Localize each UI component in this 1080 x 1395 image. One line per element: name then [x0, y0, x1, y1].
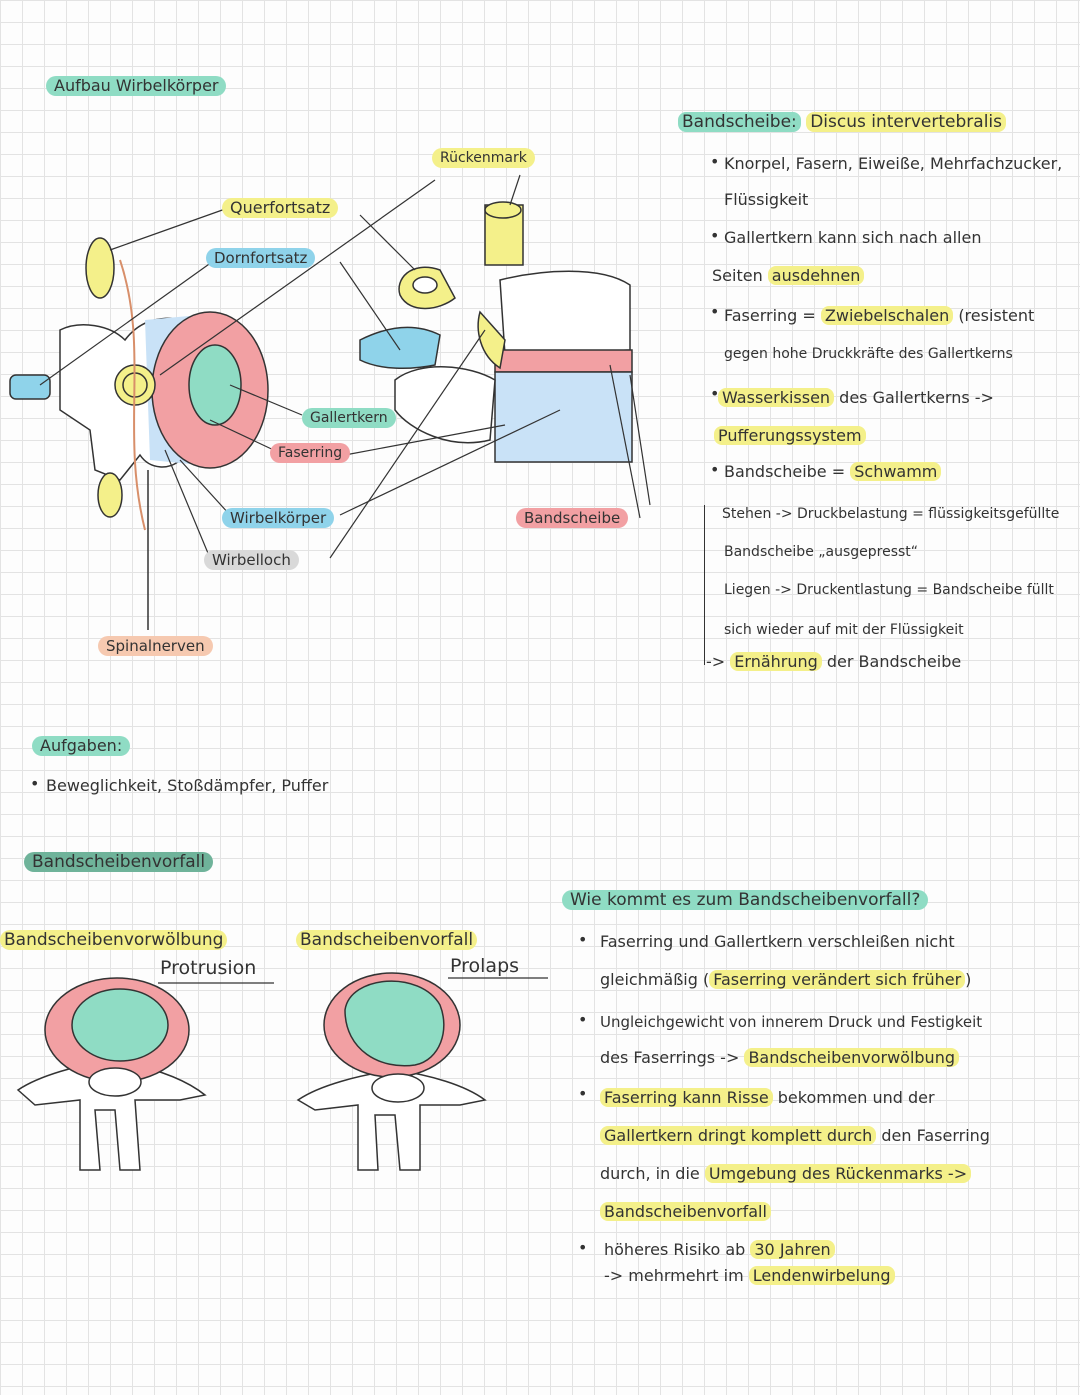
wie-b1l2c: )	[965, 970, 972, 989]
label-spinalnerven: Spinalnerven	[98, 636, 213, 656]
note-l14b: Ernährung	[730, 652, 822, 671]
wie-b3l4: Bandscheibenvorfall	[600, 1202, 771, 1221]
wie-b4l2b: Lendenwirbelung	[748, 1266, 895, 1285]
note-l8-line: Pufferungssystem	[714, 426, 866, 446]
wie-b2l2-line: des Faserrings -> Bandscheibenvorwölbung	[600, 1048, 959, 1068]
note-l4b: ausdehnen	[767, 266, 865, 285]
wie-b1l2b: Faserring verändert sich früher	[709, 970, 966, 989]
wie-b3l3-line: durch, in die Umgebung des Rückenmarks -…	[600, 1164, 972, 1184]
label-wirbelkoerper: Wirbelkörper	[222, 508, 335, 528]
note-l6: gegen hohe Druckkräfte des Gallertkerns	[724, 346, 1013, 362]
note-l5c: (resistent	[958, 306, 1035, 325]
note-l7-line: Wasserkissen des Gallertkerns ->	[718, 388, 994, 408]
wie-b3l1-line: Faserring kann Risse bekommen und der	[600, 1088, 935, 1108]
vorfall-right-title: Bandscheibenvorfall	[296, 930, 478, 950]
note-l5-line: Faserring = Zwiebelschalen (resistent	[724, 306, 1034, 326]
vorfall-right-sub: Prolaps	[450, 955, 520, 977]
label-wirbelloch: Wirbelloch	[204, 550, 299, 570]
wie-b3l2a: Gallertkern dringt komplett durch	[600, 1126, 877, 1145]
note-l4-line: Seiten ausdehnen	[712, 266, 865, 286]
note-l5b: Zwiebelschalen	[820, 306, 954, 325]
section-title-vorfall: Bandscheibenvorfall	[24, 852, 214, 872]
note-l13: sich wieder auf mit der Flüssigkeit	[724, 622, 964, 638]
note-l5a: Faserring =	[724, 306, 816, 325]
label-rueckenmark: Rückenmark	[432, 148, 535, 168]
note-l14c: der Bandscheibe	[826, 652, 962, 671]
wie-b1l2-line: gleichmäßig (Faserring verändert sich fr…	[600, 970, 971, 990]
note-l12: Liegen -> Druckentlastung = Bandscheibe …	[724, 582, 1054, 598]
note-l3: Gallertkern kann sich nach allen	[724, 228, 982, 247]
wie-b3l3a: durch, in die	[600, 1164, 700, 1183]
wie-b2l2a: des Faserrings ->	[600, 1048, 740, 1067]
prolaps-drawing	[296, 972, 487, 1171]
label-querfortsatz: Querfortsatz	[222, 198, 339, 218]
aufgaben-item: Beweglichkeit, Stoßdämpfer, Puffer	[46, 776, 329, 795]
bandscheibe-heading-line: Bandscheibe: Discus intervertebralis	[678, 112, 1007, 132]
top-view-vertebra	[9, 237, 269, 630]
note-l9b: Schwamm	[850, 462, 942, 481]
wie-b3l4-line: Bandscheibenvorfall	[600, 1202, 771, 1222]
bandscheibe-heading: Bandscheibe:	[678, 112, 801, 132]
wie-b3l2b: den Faserring	[881, 1126, 990, 1145]
label-bandscheibe: Bandscheibe	[516, 508, 629, 528]
wie-b4l1b: 30 Jahren	[750, 1240, 835, 1259]
wie-b4l1a: höheres Risiko ab	[604, 1240, 746, 1259]
label-faserring: Faserring	[270, 443, 351, 463]
bandscheibe-latin: Discus intervertebralis	[806, 112, 1007, 132]
note-l11: Bandscheibe „ausgepresst“	[724, 544, 919, 560]
note-l1: Knorpel, Fasern, Eiweiße, Mehrfachzucker…	[724, 154, 1063, 173]
note-l14-line: -> Ernährung der Bandscheibe	[706, 652, 961, 672]
wie-b4l1-line: höheres Risiko ab 30 Jahren	[604, 1240, 835, 1260]
label-dornfortsatz: Dornfortsatz	[206, 248, 316, 268]
note-l7a: Wasserkissen	[718, 388, 835, 407]
wie-b3l3b: Umgebung des Rückenmarks ->	[704, 1164, 972, 1183]
note-l10: Stehen -> Druckbelastung = flüssigkeitsg…	[722, 506, 1060, 522]
wie-b3l2-line: Gallertkern dringt komplett durch den Fa…	[600, 1126, 990, 1146]
note-l9a: Bandscheibe =	[724, 462, 846, 481]
section-title-aufgaben: Aufgaben:	[32, 736, 131, 756]
note-l4a: Seiten	[712, 266, 763, 285]
wie-b4l2a: -> mehrmehrt im	[604, 1266, 744, 1285]
wie-b2l2b: Bandscheibenvorwölbung	[744, 1048, 959, 1067]
wie-b4l2-line: -> mehrmehrt im Lendenwirbelung	[604, 1266, 895, 1286]
vorfall-left-title: Bandscheibenvorwölbung	[0, 930, 228, 950]
note-l2: Flüssigkeit	[724, 190, 809, 209]
note-bracket	[704, 505, 705, 665]
leader-lines	[39, 174, 651, 559]
note-l8: Pufferungssystem	[714, 426, 866, 445]
wie-b1l1: Faserring und Gallertkern verschleißen n…	[600, 932, 955, 951]
note-l7b: des Gallertkerns ->	[839, 388, 994, 407]
section-title-aufbau: Aufbau Wirbelkörper	[46, 76, 227, 96]
note-l14a: ->	[706, 652, 726, 671]
wie-b3l1b: bekommen und der	[777, 1088, 935, 1107]
protrusion-drawing	[16, 977, 207, 1171]
vorfall-left-sub: Protrusion	[160, 957, 257, 979]
wie-b3l1a: Faserring kann Risse	[600, 1088, 773, 1107]
wie-b2l1: Ungleichgewicht von innerem Druck und Fe…	[600, 1013, 983, 1031]
note-l9-line: Bandscheibe = Schwamm	[724, 462, 942, 482]
wie-b1l2a: gleichmäßig (	[600, 970, 710, 989]
section-title-wie: Wie kommt es zum Bandscheibenvorfall?	[562, 890, 929, 910]
side-view-vertebra	[359, 201, 633, 463]
label-gallertkern: Gallertkern	[302, 408, 396, 428]
